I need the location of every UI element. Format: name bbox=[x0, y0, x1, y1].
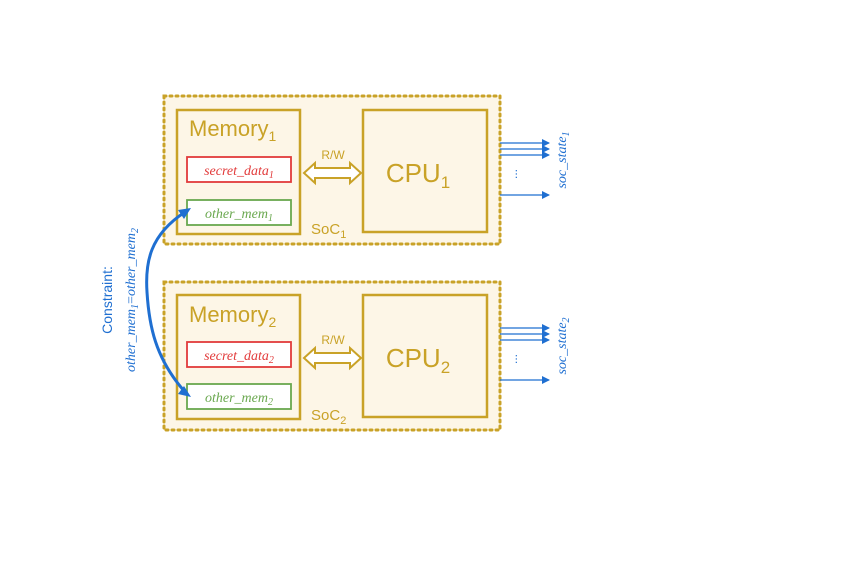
constraint-equation: other_mem1=other_mem2 bbox=[124, 228, 141, 372]
secret-data-2-box bbox=[186, 341, 292, 368]
cpu-1-box bbox=[361, 108, 489, 234]
other-mem-1-box bbox=[186, 199, 292, 226]
constraint-curved-arrow bbox=[145, 210, 187, 393]
memory-2-title: Memory2 bbox=[189, 302, 276, 330]
other-mem-2-box bbox=[186, 383, 292, 410]
state-1-outputs bbox=[500, 139, 550, 199]
secret-data-1-label: secret_data1 bbox=[204, 164, 274, 181]
soc-2-label: SoC2 bbox=[311, 407, 346, 427]
cpu-2-box bbox=[361, 293, 489, 419]
soc-2: Memory2 secret_data2 other_mem2 R/W CPU2… bbox=[162, 280, 572, 432]
rw-1-label: R/W bbox=[321, 148, 345, 162]
state-1-label: soc_state1 bbox=[555, 131, 572, 188]
memory-1-title: Memory1 bbox=[189, 116, 276, 144]
cpu-1-label: CPU1 bbox=[386, 158, 450, 192]
constraint: Constraint: other_mem1=other_mem2 bbox=[99, 208, 191, 397]
secret-data-1-box bbox=[186, 156, 292, 183]
state-1-ellipsis: ... bbox=[506, 169, 520, 179]
other-mem-1-label: other_mem1 bbox=[205, 207, 273, 224]
cpu-2-label: CPU2 bbox=[386, 343, 450, 377]
rw-2-double-arrow bbox=[302, 345, 363, 371]
state-2-outputs bbox=[500, 324, 550, 384]
constraint-arrowhead-bottom bbox=[178, 386, 191, 397]
secret-data-2-label: secret_data2 bbox=[204, 349, 274, 366]
rw-2-label: R/W bbox=[321, 333, 345, 347]
state-2-ellipsis: ... bbox=[506, 354, 520, 364]
soc-1: Memory1 secret_data1 other_mem1 R/W CPU1… bbox=[162, 94, 572, 246]
other-mem-2-label: other_mem2 bbox=[205, 391, 273, 408]
constraint-arrowhead-top bbox=[178, 208, 191, 219]
state-2-label: soc_state2 bbox=[555, 317, 572, 374]
rw-1-double-arrow bbox=[302, 160, 363, 186]
constraint-title: Constraint: bbox=[99, 266, 115, 334]
soc-1-label: SoC1 bbox=[311, 221, 346, 241]
